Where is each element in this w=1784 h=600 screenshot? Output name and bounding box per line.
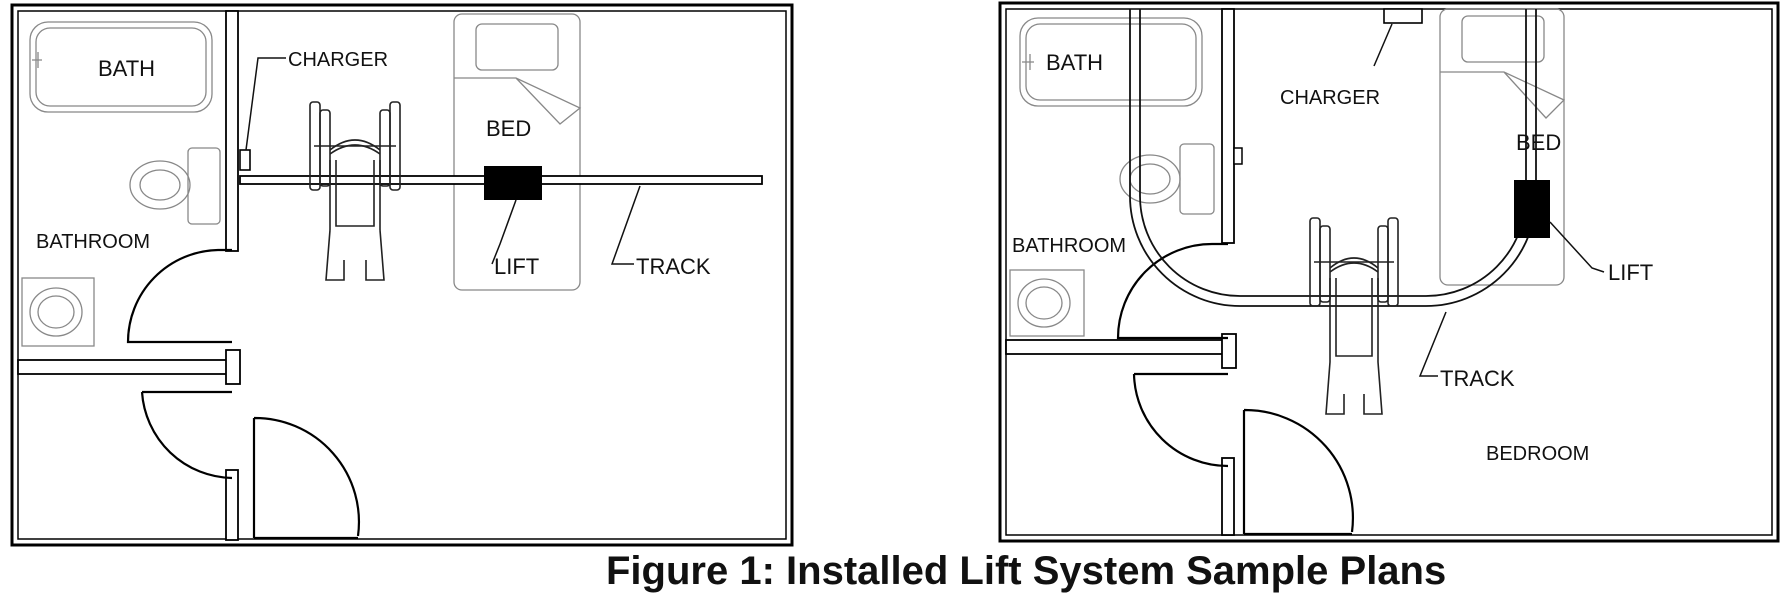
right-label-bath: BATH (1046, 50, 1103, 75)
left-toilet-seat (139, 169, 181, 201)
right-track-leader (1418, 311, 1447, 377)
right-floor-plan: BATH BATHROOM CHARGER BED LIFT TRACK (998, 1, 1780, 543)
left-label-lift: LIFT (494, 254, 539, 279)
right-label-lift: LIFT (1608, 260, 1653, 285)
right-sink-basin (1017, 278, 1071, 328)
left-lift-unit (484, 166, 542, 200)
left-bathtub-inner (35, 27, 207, 107)
left-plan-outer-frame (10, 3, 794, 547)
right-bathroom-wall-upper (1221, 8, 1235, 244)
right-ceiling-track-outer (1129, 9, 1537, 307)
left-sink-basin-inner (37, 295, 75, 329)
right-entry-door-swing (1242, 408, 1354, 534)
left-floor-plan: BATH BATHROOM CHARGER BED LIFT TRACK (10, 3, 794, 547)
left-plan-inner-frame (17, 10, 787, 540)
right-bathroom-door-swing (1116, 242, 1228, 340)
right-wheelchair (1309, 217, 1399, 415)
left-sink-counter (21, 277, 95, 347)
left-wall-lower-segment (225, 469, 239, 541)
left-label-track: TRACK (636, 254, 711, 279)
right-bathroom-wall-lower (1005, 339, 1225, 355)
left-label-bath: BATH (98, 56, 155, 81)
right-bathtub (1019, 17, 1203, 107)
left-bed (453, 13, 581, 291)
right-label-track: TRACK (1440, 366, 1515, 391)
right-lift-leader (1549, 221, 1605, 273)
left-toilet-bowl (129, 160, 191, 210)
right-lift-unit (1514, 180, 1550, 238)
left-track-leader (610, 185, 641, 265)
right-wall-stub (1221, 333, 1237, 369)
left-bathroom-wall-upper (225, 10, 239, 252)
right-label-charger: CHARGER (1280, 87, 1380, 109)
left-toilet-tank (187, 147, 221, 225)
left-charger-leader (245, 57, 286, 151)
left-charger-unit (239, 149, 251, 171)
right-charger-leader (1373, 23, 1393, 67)
left-wall-stub (225, 349, 241, 385)
left-bathroom-wall-lower (17, 359, 229, 375)
right-sink-basin-inner (1025, 286, 1063, 320)
left-label-bed: BED (486, 116, 531, 141)
right-ceiling-track-inner (1139, 9, 1527, 297)
left-label-bathroom: BATHROOM (36, 231, 150, 253)
right-bed-blanket-fold (1440, 71, 1566, 119)
right-hall-door-swing (1132, 373, 1229, 468)
left-bed-blanket-fold (454, 77, 582, 125)
left-bathtub-faucet-icon (32, 52, 42, 68)
left-bed-pillow (475, 23, 559, 71)
right-bed-pillow (1461, 15, 1545, 63)
left-wheelchair (309, 101, 401, 281)
right-plan-inner-frame (1005, 8, 1773, 536)
figure-caption: Figure 1: Installed Lift System Sample P… (606, 549, 1446, 593)
right-label-bathroom: BATHROOM (1012, 235, 1126, 257)
left-bathtub (29, 21, 213, 113)
left-sink-basin (29, 287, 83, 337)
right-charger-unit (1383, 8, 1423, 24)
right-label-bedroom: BEDROOM (1486, 443, 1589, 465)
right-wall-switch (1233, 147, 1243, 165)
right-toilet-tank (1179, 143, 1215, 215)
right-wall-lower-segment (1221, 457, 1235, 536)
left-lift-leader (491, 199, 517, 265)
right-bathtub-faucet-icon (1022, 54, 1034, 70)
right-label-bed: BED (1516, 130, 1561, 155)
right-toilet-bowl (1119, 154, 1181, 204)
right-toilet-seat (1129, 163, 1171, 195)
left-hall-door-swing (140, 391, 233, 480)
left-entry-door-swing (252, 416, 361, 538)
right-sink-counter (1009, 269, 1085, 337)
right-bed (1439, 8, 1565, 286)
left-label-charger: CHARGER (288, 49, 388, 71)
left-bathroom-door-swing (126, 248, 232, 344)
right-plan-outer-frame (998, 1, 1780, 543)
